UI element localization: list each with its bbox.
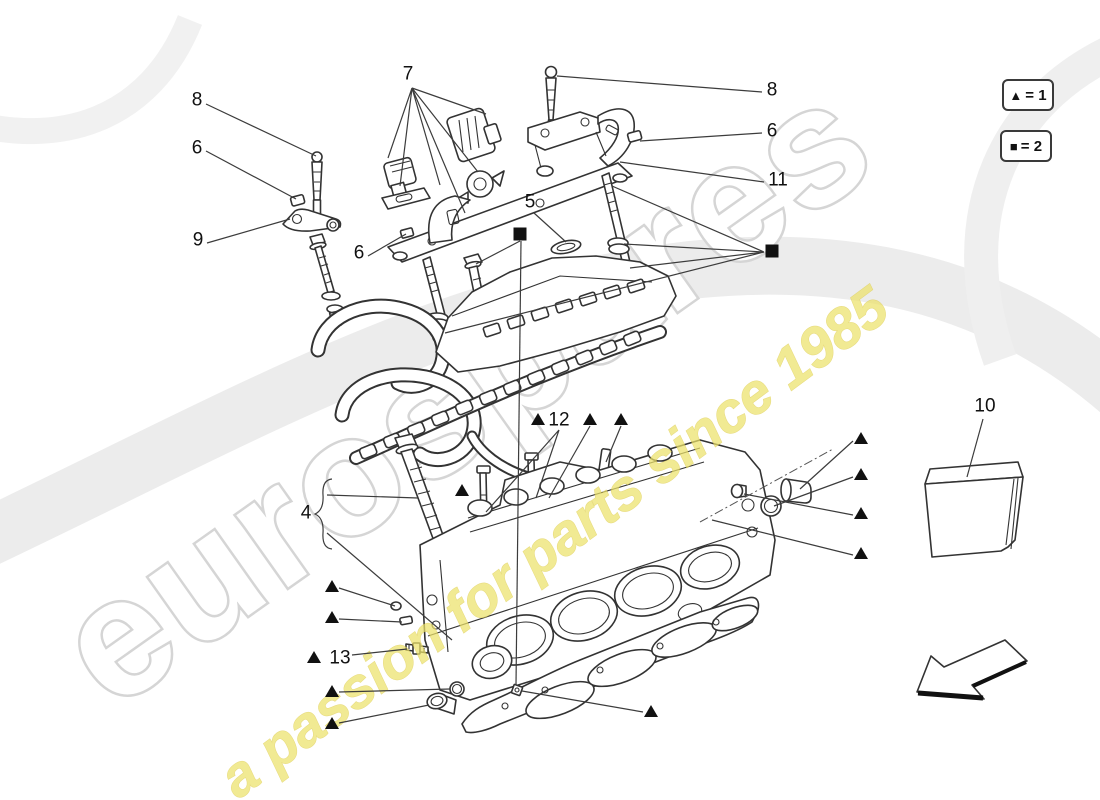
triangle-marker-4 — [325, 580, 339, 592]
legend-triangle-value: = 1 — [1025, 86, 1047, 104]
callout-8-left: 8 — [192, 90, 203, 111]
callout-4-left: 4 — [301, 503, 312, 524]
axis-line — [699, 448, 834, 523]
bracket-part9 — [282, 208, 342, 232]
triangle-marker-9 — [644, 705, 658, 717]
sensor-group-part7 — [381, 107, 505, 239]
callout-13-bottom: 13 — [329, 648, 350, 669]
cam-cover — [435, 255, 677, 373]
cylinder-head-drawing — [282, 65, 1028, 734]
triangle-marker-2 — [614, 413, 628, 425]
threaded-plug-bottom — [426, 692, 457, 715]
callout-8-right: 8 — [767, 80, 778, 101]
square-marker-0 — [513, 227, 527, 241]
o-ring-bottom — [449, 681, 465, 697]
stud-part8-left — [311, 151, 323, 216]
nut-on-gasket — [510, 683, 524, 697]
triangle-marker-1 — [583, 413, 597, 425]
o-ring-small — [390, 601, 402, 611]
triangle-marker-11 — [854, 468, 868, 480]
leader-lines — [205, 75, 984, 724]
head-gasket — [461, 596, 760, 734]
legend-triangle: ▲ = 1 — [1002, 79, 1054, 111]
triangle-marker-3 — [455, 484, 469, 496]
callout-5-center: 5 — [525, 192, 536, 213]
triangle-marker-8 — [325, 717, 339, 729]
direction-arrow — [916, 639, 1028, 701]
gasket-kit-pouch-part10 — [924, 461, 1024, 558]
bracket-part11 — [527, 108, 635, 177]
triangle-marker-12 — [854, 507, 868, 519]
square-icon: ■ — [1009, 138, 1018, 154]
callout-6-left: 6 — [192, 138, 203, 159]
triangle-marker-5 — [325, 611, 339, 623]
stud-part13 — [405, 642, 429, 655]
callout-9-left: 9 — [193, 230, 204, 251]
callout-7-top: 7 — [403, 64, 414, 85]
triangle-marker-13 — [854, 547, 868, 559]
triangle-marker-7 — [325, 685, 339, 697]
nut-part6-right — [626, 129, 643, 143]
triangle-marker-6 — [307, 651, 321, 663]
callout-10-right: 10 — [974, 396, 995, 417]
legend-square: ■ = 2 — [1000, 130, 1052, 162]
triangle-marker-0 — [531, 413, 545, 425]
triangle-icon: ▲ — [1009, 87, 1023, 103]
mounting-rail — [387, 162, 633, 263]
cylinder-head-block — [419, 439, 776, 701]
callout-11-right: 11 — [768, 170, 788, 191]
legend-square-value: = 2 — [1020, 137, 1043, 155]
plug-right — [730, 483, 747, 499]
cover-flange-chain — [349, 325, 667, 465]
square-marker-1 — [765, 244, 779, 258]
callout-6-center: 6 — [354, 243, 365, 264]
nut-part6-left — [289, 193, 306, 207]
callout-6-right: 6 — [767, 121, 778, 142]
callout-12-center: 12 — [548, 410, 569, 431]
triangle-marker-10 — [854, 432, 868, 444]
